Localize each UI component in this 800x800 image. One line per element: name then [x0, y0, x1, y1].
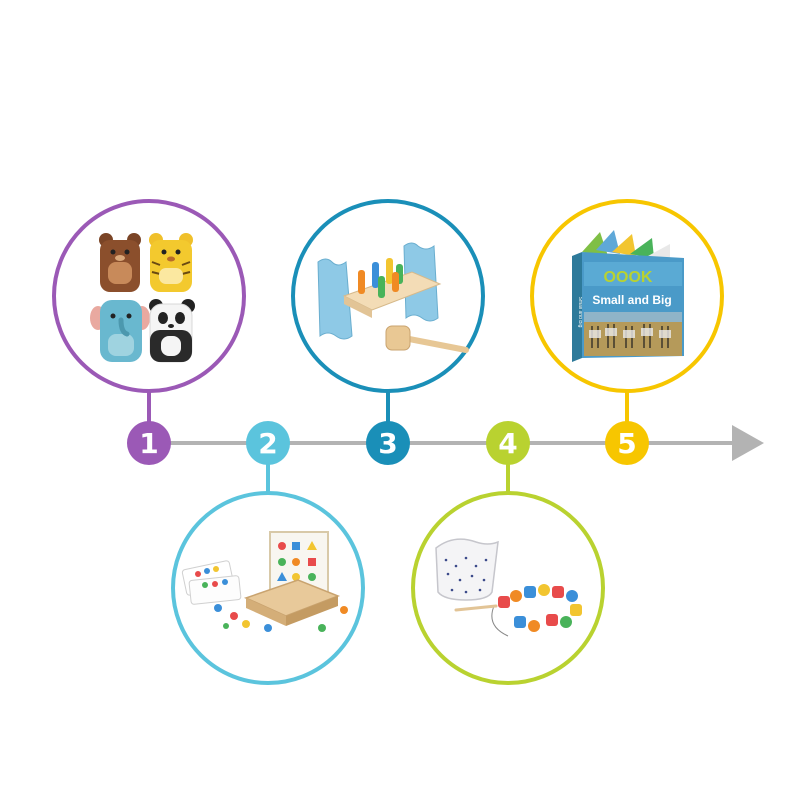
book-spine-text: Small and Big: [577, 297, 583, 328]
drawstring-bag: [435, 538, 499, 601]
step-4-marker: [486, 421, 530, 465]
pound-bench-image: [317, 242, 469, 353]
step-3-number: 3: [378, 427, 397, 460]
step-4-number: 4: [498, 427, 517, 460]
step-1-number: 1: [139, 427, 158, 460]
lacing-beads-image: [435, 538, 582, 637]
step-2-marker: [246, 421, 290, 465]
step-3: 3: [291, 199, 485, 465]
step-5: Small and Big OOOK Small and Big: [530, 199, 724, 465]
step-2-number: 2: [258, 427, 277, 460]
step-5-number: 5: [617, 427, 636, 460]
book-title: Small and Big: [592, 293, 671, 307]
step-1-marker: [127, 421, 171, 465]
panda-block: [149, 299, 195, 363]
tiger-block: [149, 233, 193, 292]
book-brand: OOOK: [604, 269, 653, 286]
step-5-marker: [605, 421, 649, 465]
board-book-image: Small and Big OOOK Small and Big: [572, 230, 684, 362]
step-1-image-ring: [52, 199, 246, 393]
step-1: 1: [52, 199, 246, 465]
animal-puzzle-image: [90, 233, 195, 363]
bear-block: [99, 233, 141, 292]
step-2: 2: [171, 421, 365, 685]
step-3-marker: [366, 421, 410, 465]
timeline-arrowhead: [732, 425, 764, 461]
peg-board-image: [181, 531, 348, 632]
step-4: 4: [411, 421, 605, 685]
elephant-block: [90, 300, 150, 362]
